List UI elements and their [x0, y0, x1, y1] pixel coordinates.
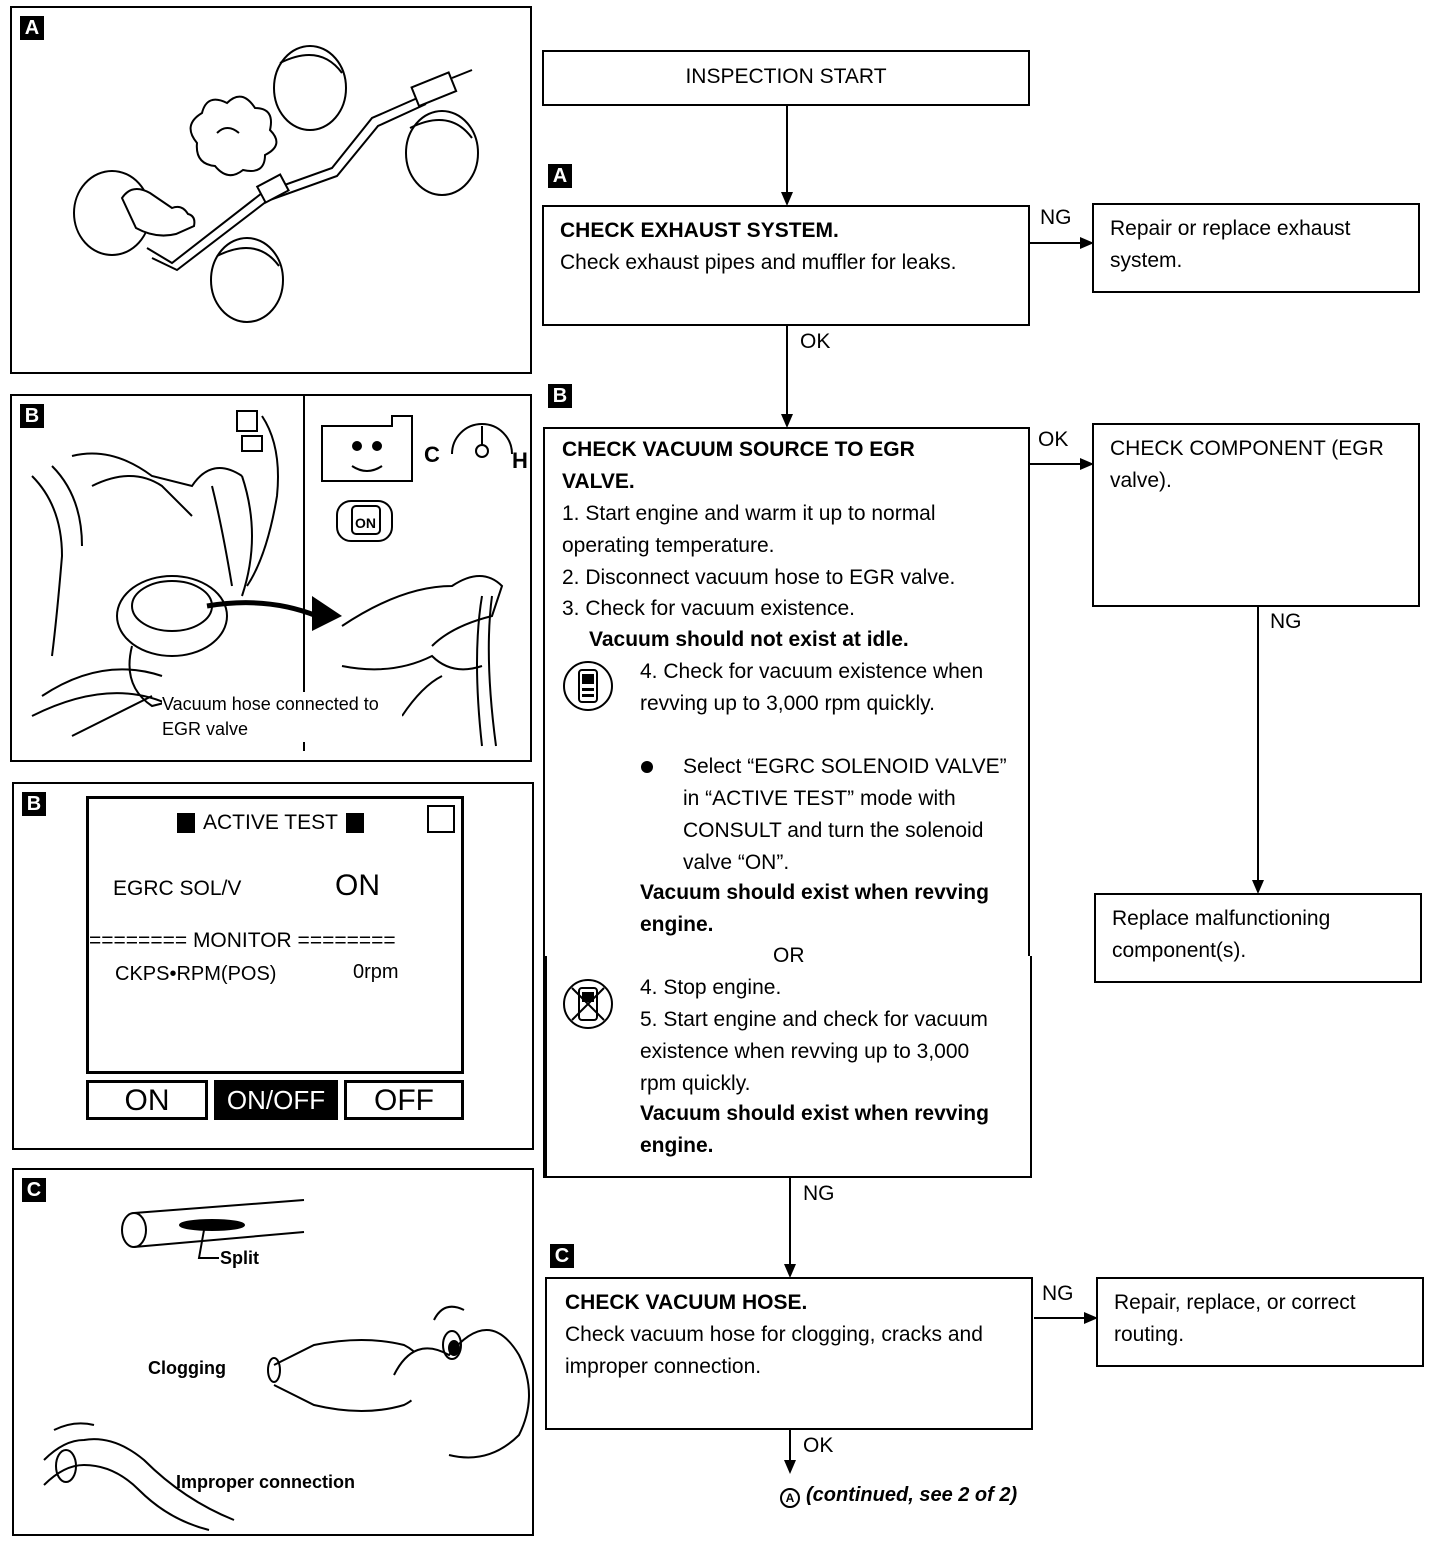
key-on-label: ON [355, 515, 376, 531]
illustration-panel-b-engine: B [10, 394, 532, 762]
step-b-title: CHECK VACUUM SOURCE TO EGR VALVE. [562, 438, 915, 493]
step-b-box-lower [545, 956, 1032, 1178]
improper-connection-label: Improper connection [176, 1472, 356, 1492]
or-label: OR [773, 944, 805, 968]
consult-on-button[interactable]: ON [86, 1080, 208, 1120]
panel-tag-b2: B [22, 792, 46, 816]
step-a-body: Check exhaust pipes and muffler for leak… [560, 251, 957, 274]
monitor-divider: ======== MONITOR ======== [89, 929, 396, 952]
test-item-value: ON [335, 869, 380, 902]
continued-marker-icon: A [780, 1488, 800, 1508]
screen-title-row: ACTIVE TEST [177, 811, 364, 835]
step-tag-c: C [550, 1244, 574, 1268]
step-b-item-3: 3. Check for vacuum existence. [562, 597, 855, 620]
consult-off-button[interactable]: OFF [344, 1080, 464, 1120]
step-a-ok-label: OK [800, 330, 831, 353]
panel-tag-c: C [22, 1178, 46, 1202]
step-a-box: CHECK EXHAUST SYSTEM. Check exhaust pipe… [542, 205, 1030, 326]
step-b-idle-note: Vacuum should not exist at idle. [589, 628, 909, 651]
monitor-item-value: 0rpm [353, 961, 399, 983]
check-component-text: CHECK COMPONENT (EGR valve). [1110, 437, 1384, 492]
clogging-label: Clogging [148, 1358, 226, 1378]
continued-link[interactable]: (continued, see 2 of 2) [806, 1484, 1018, 1506]
step-tag-b: B [548, 384, 572, 408]
bullet-dot-icon [641, 761, 653, 773]
step-b-item-2: 2. Disconnect vacuum hose to EGR valve. [562, 566, 956, 589]
screen-corner-box[interactable] [427, 805, 455, 833]
step-tag-a: A [548, 164, 572, 188]
step-b-ng-label: NG [803, 1182, 835, 1205]
consult-tester-icon [562, 660, 614, 712]
replace-component-text: Replace malfunctioning component(s). [1112, 907, 1331, 962]
black-square-icon [177, 813, 195, 833]
step-c-title: CHECK VACUUM HOSE. [565, 1291, 808, 1314]
illustration-panel-c: C Split Clogging Improper connection [12, 1168, 534, 1536]
illustration-panel-b-consult: B ACTIVE TEST EGRC SOL/V ON ======== MON… [12, 782, 534, 1150]
no-consult-icon [562, 978, 614, 1030]
gauge-hot-label: H [512, 448, 528, 473]
step-c-ng-result-box: Repair, replace, or correct routing. [1096, 1277, 1424, 1367]
test-item-name: EGRC SOL/V [113, 877, 242, 900]
check-component-box: CHECK COMPONENT (EGR valve). [1092, 423, 1420, 607]
step-a-title: CHECK EXHAUST SYSTEM. [560, 219, 839, 242]
step-a-ng-label: NG [1040, 206, 1072, 229]
inspection-start-box: INSPECTION START [542, 50, 1030, 106]
replace-component-box: Replace malfunctioning component(s). [1094, 893, 1422, 983]
no-consult-item-5: 5. Start engine and check for vacuum exi… [640, 1008, 988, 1095]
screen-title: ACTIVE TEST [203, 811, 338, 834]
step-b-ok-label: OK [1038, 428, 1069, 451]
consult-on-off-button[interactable]: ON/OFF [214, 1080, 338, 1120]
consult-bullet: Select “EGRC SOLENOID VALVE” in “ACTIVE … [683, 755, 1007, 874]
panel-tag-b1: B [20, 404, 44, 428]
step-a-ng-result-box: Repair or replace exhaust system. [1092, 203, 1420, 293]
black-square-icon [345, 813, 364, 833]
monitor-item-name: CKPS•RPM(POS) [115, 963, 277, 985]
step-c-ok-label: OK [803, 1434, 834, 1457]
consult-screen: ACTIVE TEST EGRC SOL/V ON ======== MONIT… [86, 796, 464, 1074]
no-consult-item-4: 4. Stop engine. [640, 976, 782, 999]
split-label: Split [220, 1248, 259, 1268]
egr-valve-drawing: C H ON [31, 396, 528, 751]
consult-item-4: 4. Check for vacuum existence when revvi… [640, 660, 984, 715]
exhaust-system-drawing [73, 45, 479, 323]
step-c-box: CHECK VACUUM HOSE. Check vacuum hose for… [545, 1277, 1033, 1430]
no-consult-result: Vacuum should exist when revving engine. [640, 1102, 989, 1157]
inspection-start-label: INSPECTION START [685, 65, 887, 88]
continued-marker-letter: A [785, 1491, 795, 1505]
step-a-ng-result: Repair or replace exhaust system. [1110, 217, 1351, 272]
step-b-item-1: 1. Start engine and warm it up to normal… [562, 502, 936, 557]
gauge-cold-label: C [424, 442, 440, 467]
vacuum-hose-defects-drawing [43, 1199, 530, 1531]
step-c-ng-label: NG [1042, 1282, 1074, 1305]
illustration-panel-a: A [10, 6, 532, 374]
component-ng-label: NG [1270, 610, 1302, 633]
vacuum-hose-callout: Vacuum hose connected to EGR valve [162, 692, 402, 742]
step-c-ng-result: Repair, replace, or correct routing. [1114, 1291, 1356, 1346]
consult-result: Vacuum should exist when revving engine. [640, 881, 989, 936]
panel-tag-a: A [20, 16, 44, 40]
step-c-body: Check vacuum hose for clogging, cracks a… [565, 1323, 983, 1378]
